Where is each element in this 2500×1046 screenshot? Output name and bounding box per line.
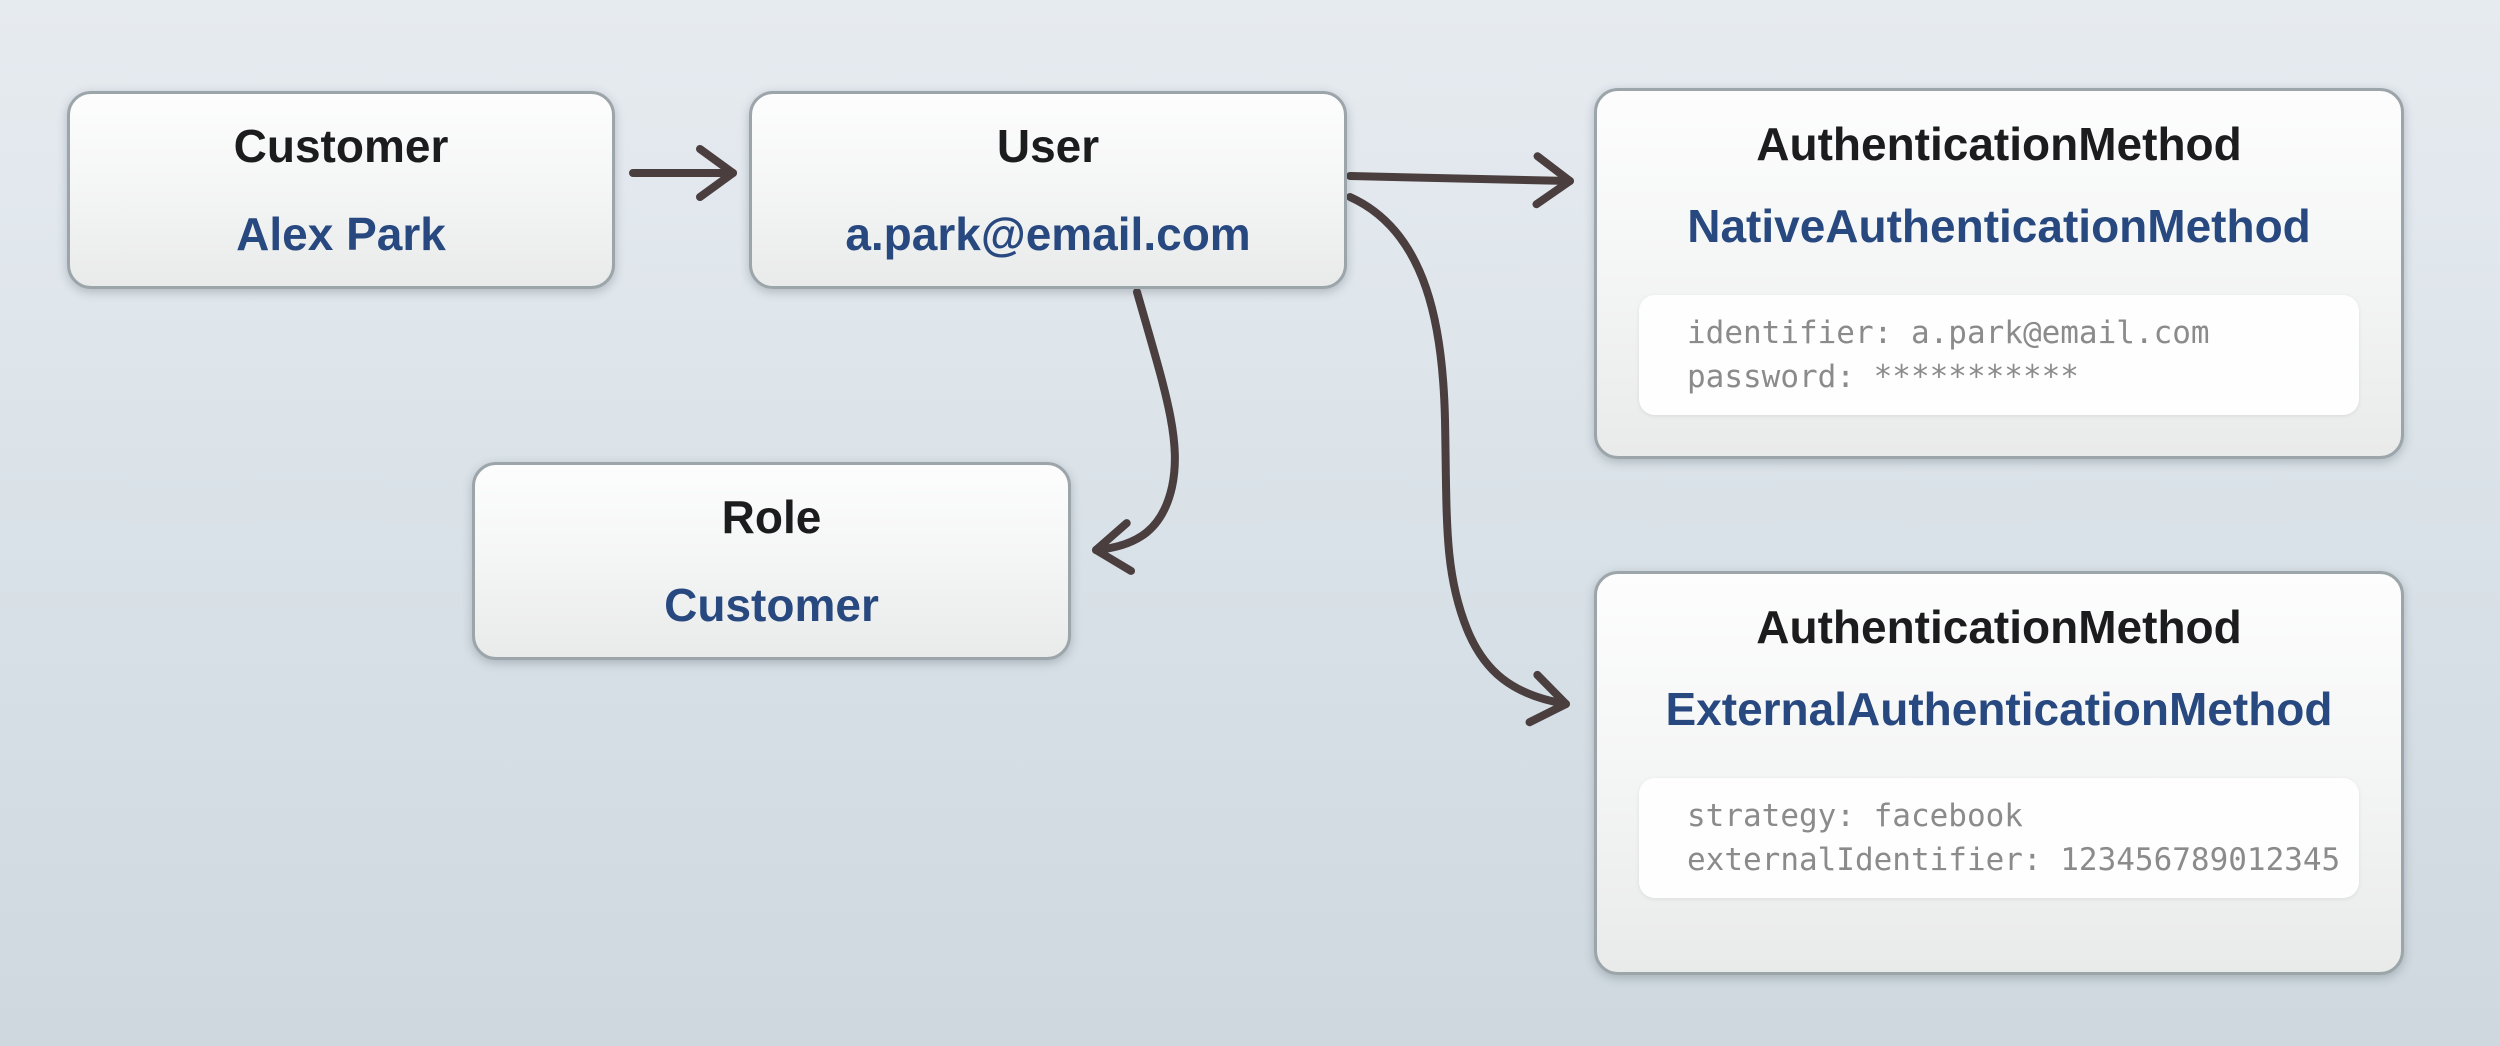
entity-value: a.park@email.com bbox=[845, 208, 1251, 260]
edge-user-to-native-auth bbox=[1346, 152, 1574, 209]
entity-value: ExternalAuthenticationMethod bbox=[1665, 683, 2333, 735]
attribute-identifier: identifier: a.park@email.com bbox=[1687, 315, 2210, 351]
attribute-external-identifier: externalIdentifier: 123456789012345 bbox=[1687, 842, 2341, 878]
entity-authmethod-external: AuthenticationMethod ExternalAuthenticat… bbox=[1594, 571, 2404, 975]
entity-value: Alex Park bbox=[236, 208, 446, 260]
entity-title: AuthenticationMethod bbox=[1756, 118, 2242, 170]
entity-title: AuthenticationMethod bbox=[1756, 601, 2242, 653]
attributes-panel: identifier: a.park@email.com password: *… bbox=[1639, 295, 2359, 415]
entity-value: NativeAuthenticationMethod bbox=[1687, 200, 2311, 252]
entity-authmethod-native: AuthenticationMethod NativeAuthenticatio… bbox=[1594, 88, 2404, 459]
entity-title: User bbox=[996, 120, 1100, 172]
entity-customer: Customer Alex Park bbox=[67, 91, 615, 289]
edge-user-to-role bbox=[1092, 288, 1179, 575]
attribute-strategy: strategy: facebook bbox=[1687, 798, 2023, 834]
entity-value: Customer bbox=[664, 579, 879, 631]
edge-user-to-external-auth bbox=[1346, 193, 1570, 727]
entity-role: Role Customer bbox=[472, 462, 1071, 660]
attribute-password: password: *********** bbox=[1687, 359, 2079, 395]
entity-user: User a.park@email.com bbox=[749, 91, 1347, 289]
attributes-panel: strategy: facebook externalIdentifier: 1… bbox=[1639, 778, 2359, 898]
entity-title: Role bbox=[721, 491, 822, 543]
entity-title: Customer bbox=[233, 120, 449, 172]
